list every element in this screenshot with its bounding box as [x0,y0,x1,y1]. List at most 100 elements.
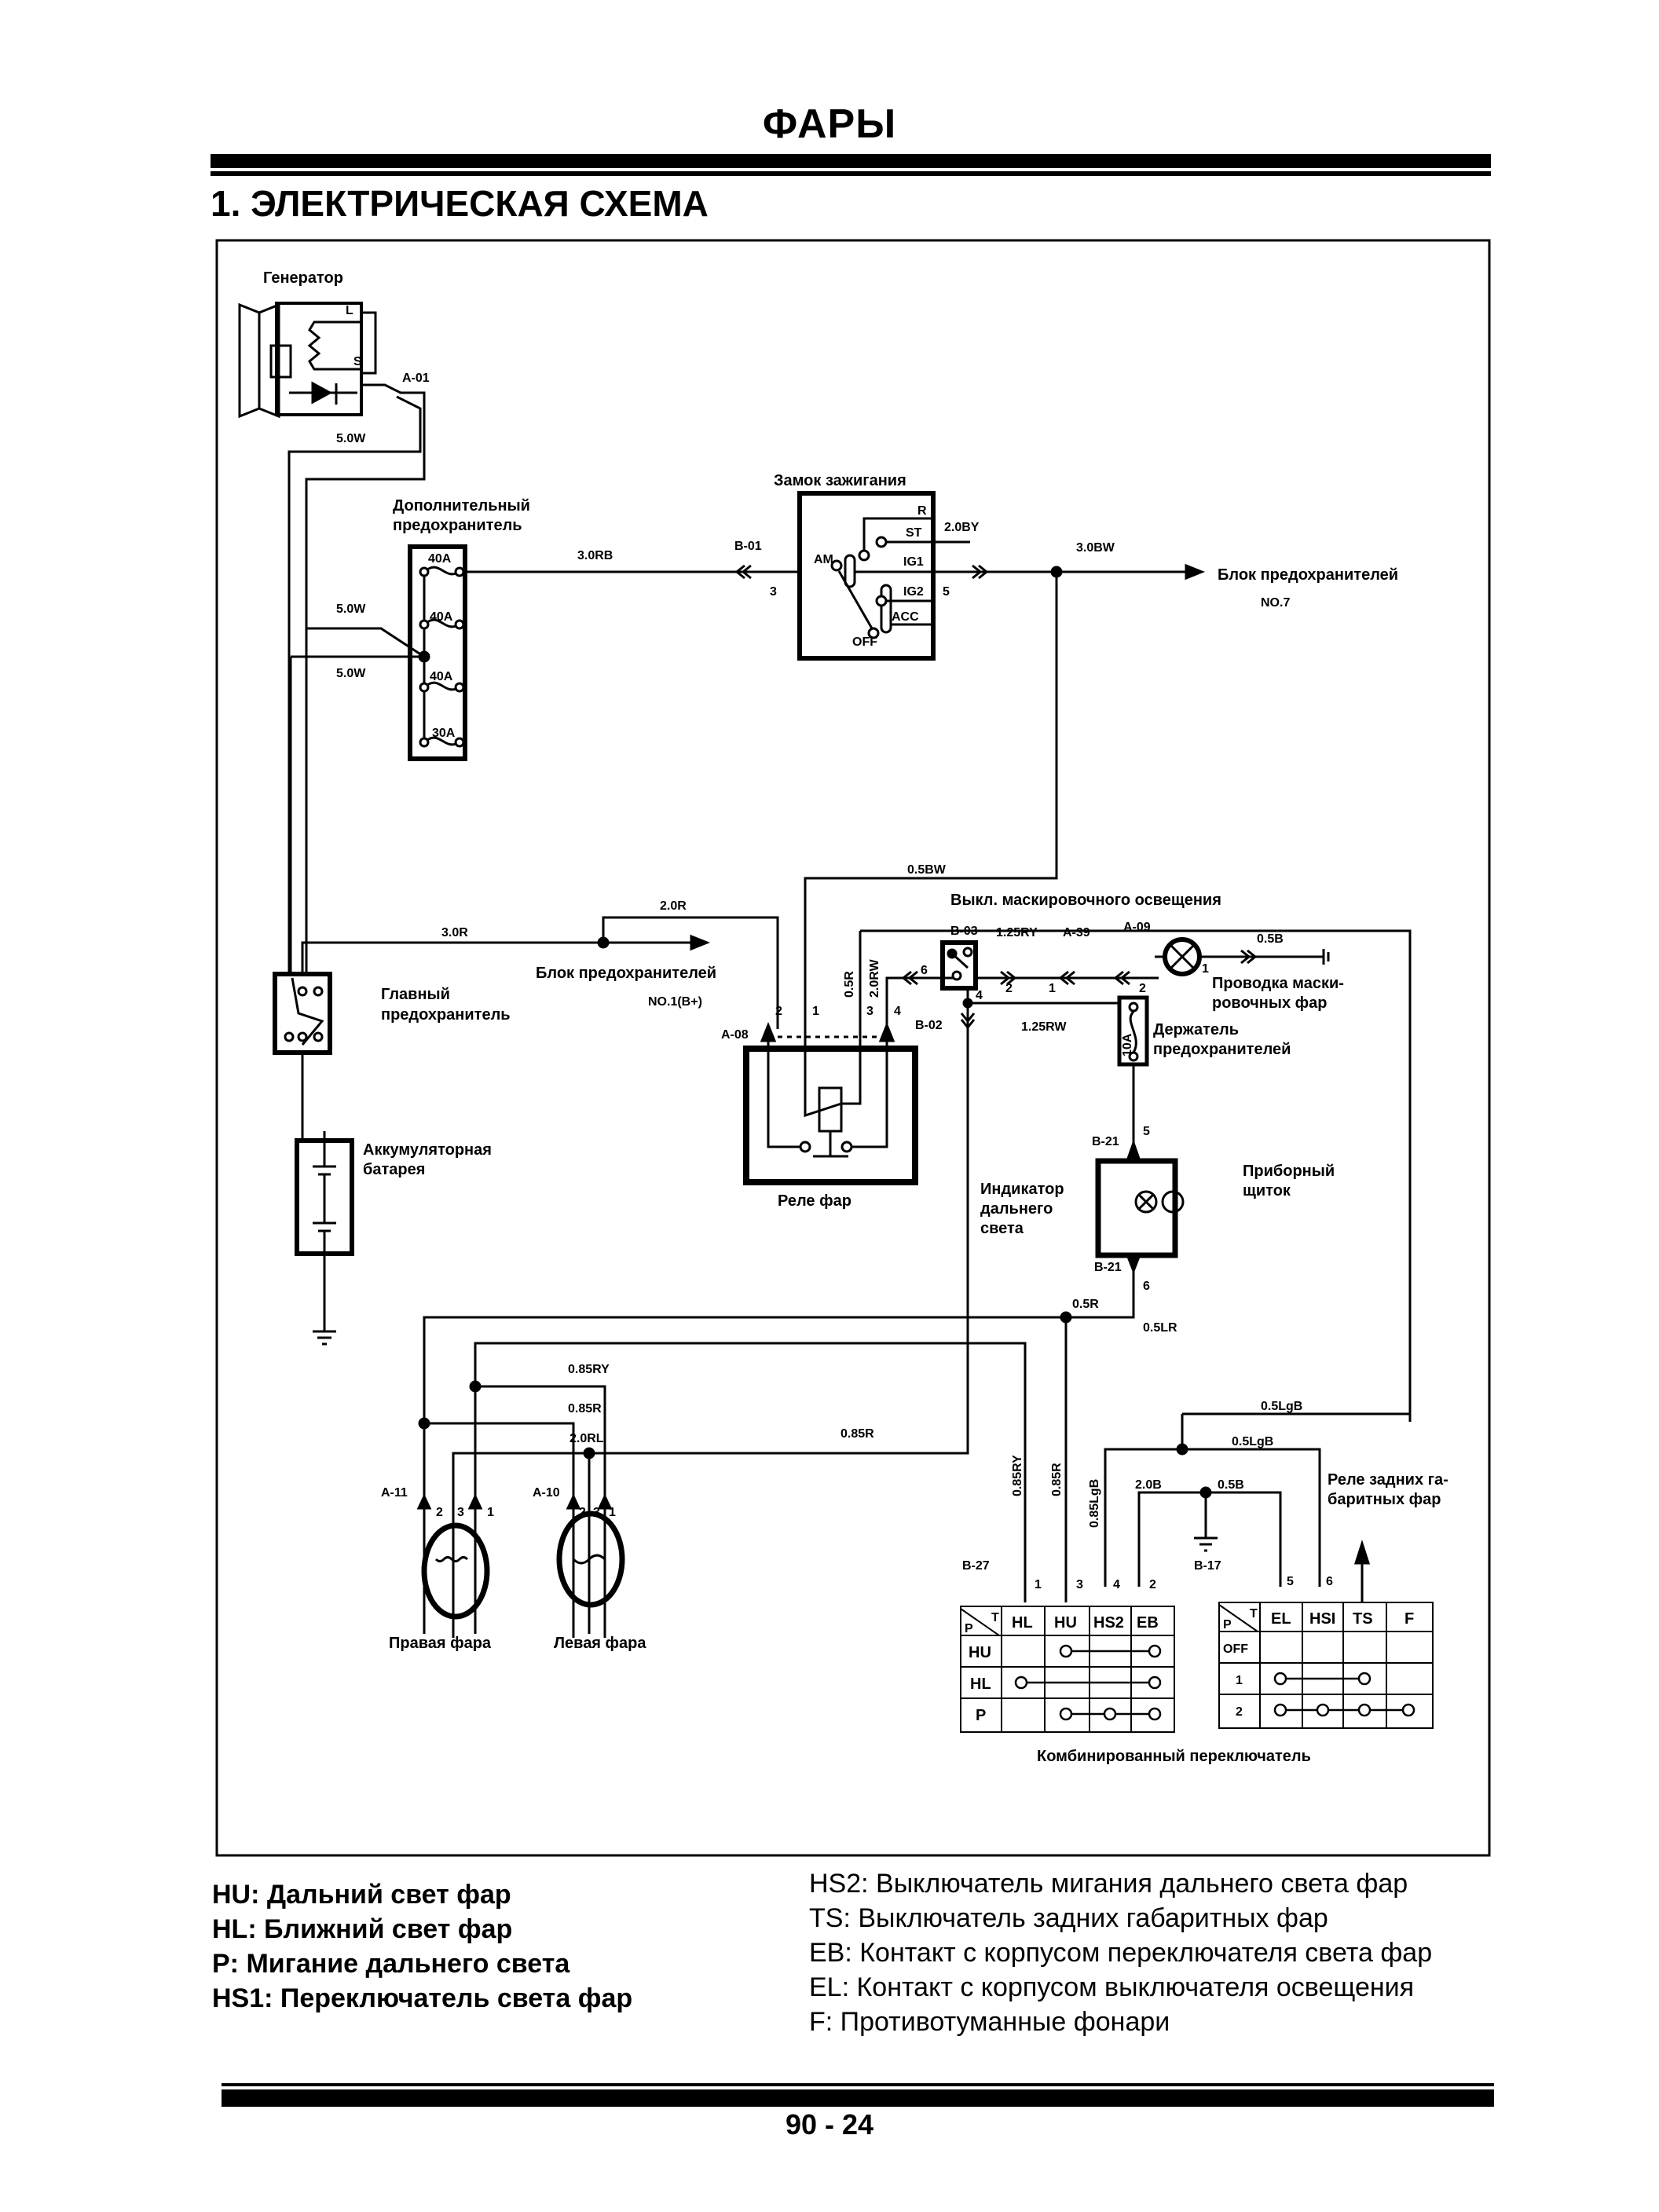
wire-label: 0.85LgB [1088,1479,1101,1528]
wire-label: 0.85R [1050,1463,1064,1496]
fuse-holder-label: Держатель [1153,1021,1239,1038]
ignition-terminal: R [917,504,927,518]
relay-pin: 4 [894,1005,901,1018]
mask-switch-pin: 4 [976,989,983,1002]
table-row-label: HU [969,1644,991,1661]
cluster-connector: B-21 [1092,1135,1119,1148]
wire-label: 0.5BW [907,863,947,877]
table-row-label: HL [970,1675,991,1693]
left-headlamp-symbol [556,1493,625,1634]
wire-label: 0.85RY [568,1363,610,1376]
wire-label: 0.5LgB [1232,1435,1273,1448]
table-col: HS2 [1093,1614,1124,1632]
battery-symbol [295,1131,354,1346]
combo-connector: B-27 [962,1559,990,1573]
table-row-label: 2 [1236,1705,1243,1719]
table-row-label: 1 [1236,1674,1243,1687]
table-corner-p: P [1223,1618,1232,1632]
combo-pin: 4 [1113,1578,1120,1591]
left-headlamp-connector: A-10 [533,1486,560,1500]
wire-label: 3.0R [441,926,468,939]
table-col: HU [1054,1614,1077,1632]
wire-label: 2.0R [660,899,687,913]
footer-rule-thin [222,2083,1494,2086]
table-col: F [1404,1610,1414,1628]
main-fuse [273,941,601,1139]
fuse-rating: 40A [430,670,453,683]
ignition-connector: B-01 [734,540,762,553]
combo-pin: 6 [1326,1575,1333,1588]
mask-switch-pin: 2 [1005,982,1013,995]
fuse-block-1-sub: NO.1(B+) [648,995,702,1009]
head-relay [743,931,918,1185]
main-fuse-label: предохранитель [381,1006,511,1024]
cluster-label: Приборный [1243,1163,1335,1180]
aux-fuse-box [289,544,467,974]
wire-label: 0.5B [1218,1478,1244,1492]
mask-switch-connector: B-03 [950,925,978,938]
mask-lamp [1155,937,1330,976]
right-headlamp-symbol [416,1493,490,1634]
battery-label: Аккумуляторная [363,1141,492,1159]
relay-pin: 2 [775,1005,782,1018]
table-col: HL [1012,1614,1033,1632]
ignition-terminal: IG1 [903,555,924,569]
table-col: HSI [1309,1610,1335,1628]
wire-label: 0.5B [1257,932,1284,946]
wire-label: 0.85R [568,1402,602,1415]
b02-connector: B-02 [915,1019,943,1032]
gen-connector: A-01 [402,372,430,385]
table-corner-t: T [991,1611,999,1624]
left-headlamp-pin: 2 [579,1506,586,1519]
wire-label: 3.0BW [1076,541,1115,555]
right-headlamp-pin: 1 [487,1506,494,1519]
ignition-terminal: ST [906,526,922,540]
ignition-pin: 5 [943,585,950,599]
fuse-rating: 40A [430,610,453,624]
gen-terminal-s: S [353,355,362,368]
indicator-label: дальнего [980,1200,1053,1218]
mask-lamp-pin: 1 [1202,962,1209,976]
wire-label: 2.0BY [944,521,980,534]
gen-terminal-l: L [346,304,353,317]
switch-table-right [1218,1602,1434,1729]
tail-relay-label: Реле задних га- [1328,1471,1448,1489]
section-title: 1. ЭЛЕКТРИЧЕСКАЯ СХЕМА [211,183,709,224]
header-rule-thin [211,171,1491,176]
fuse-block-7-sub: NO.7 [1261,596,1290,610]
diagram-frame [215,239,1491,1857]
wire-label: 1.25RW [1021,1020,1067,1034]
wire-label: 0.5R [1072,1298,1099,1311]
combo-pin: 3 [1076,1578,1083,1591]
cluster-label: щиток [1243,1182,1291,1199]
fuse-block-1-label: Блок предохранителей [536,965,716,982]
switch-table-left [960,1606,1175,1733]
right-headlamp-pin: 2 [436,1506,443,1519]
fuse-rating: 30A [432,727,456,740]
generator-symbol [238,302,426,974]
right-headlamp-connector: A-11 [381,1486,408,1500]
table-col: EB [1137,1614,1159,1632]
left-headlamp-pin: 3 [593,1506,600,1519]
indicator-label: Индикатор [980,1181,1064,1198]
header-rule [211,154,1491,168]
ignition-terminal: OFF [852,635,877,649]
left-headlamp-label: Левая фара [554,1635,646,1652]
wire-label: 2.0B [1135,1478,1162,1492]
footer-rule [222,2089,1494,2107]
legend-item: F: Противотуманные фонари [809,2007,1170,2037]
combo-connector: B-17 [1194,1559,1221,1573]
table-corner-t: T [1250,1607,1258,1621]
indicator-label: света [980,1220,1024,1237]
legend-left: HU: Дальний свет фар HL: Ближний свет фа… [212,1877,632,2016]
fuse-holder-rating: 10A [1121,1033,1134,1057]
mask-lamp-connector: A-39 [1063,926,1090,939]
mask-lamp-label: ровочных фар [1212,994,1327,1012]
fuse-block-7-label: Блок предохранителей [1218,566,1398,584]
wire-label: 3.0RB [577,549,613,562]
cluster-connector: B-21 [1094,1261,1122,1274]
cluster-pin: 5 [1143,1125,1150,1138]
table-row-label: OFF [1223,1643,1248,1656]
generator-label: Генератор [263,269,343,287]
switch-table-left-links [1014,1644,1162,1721]
